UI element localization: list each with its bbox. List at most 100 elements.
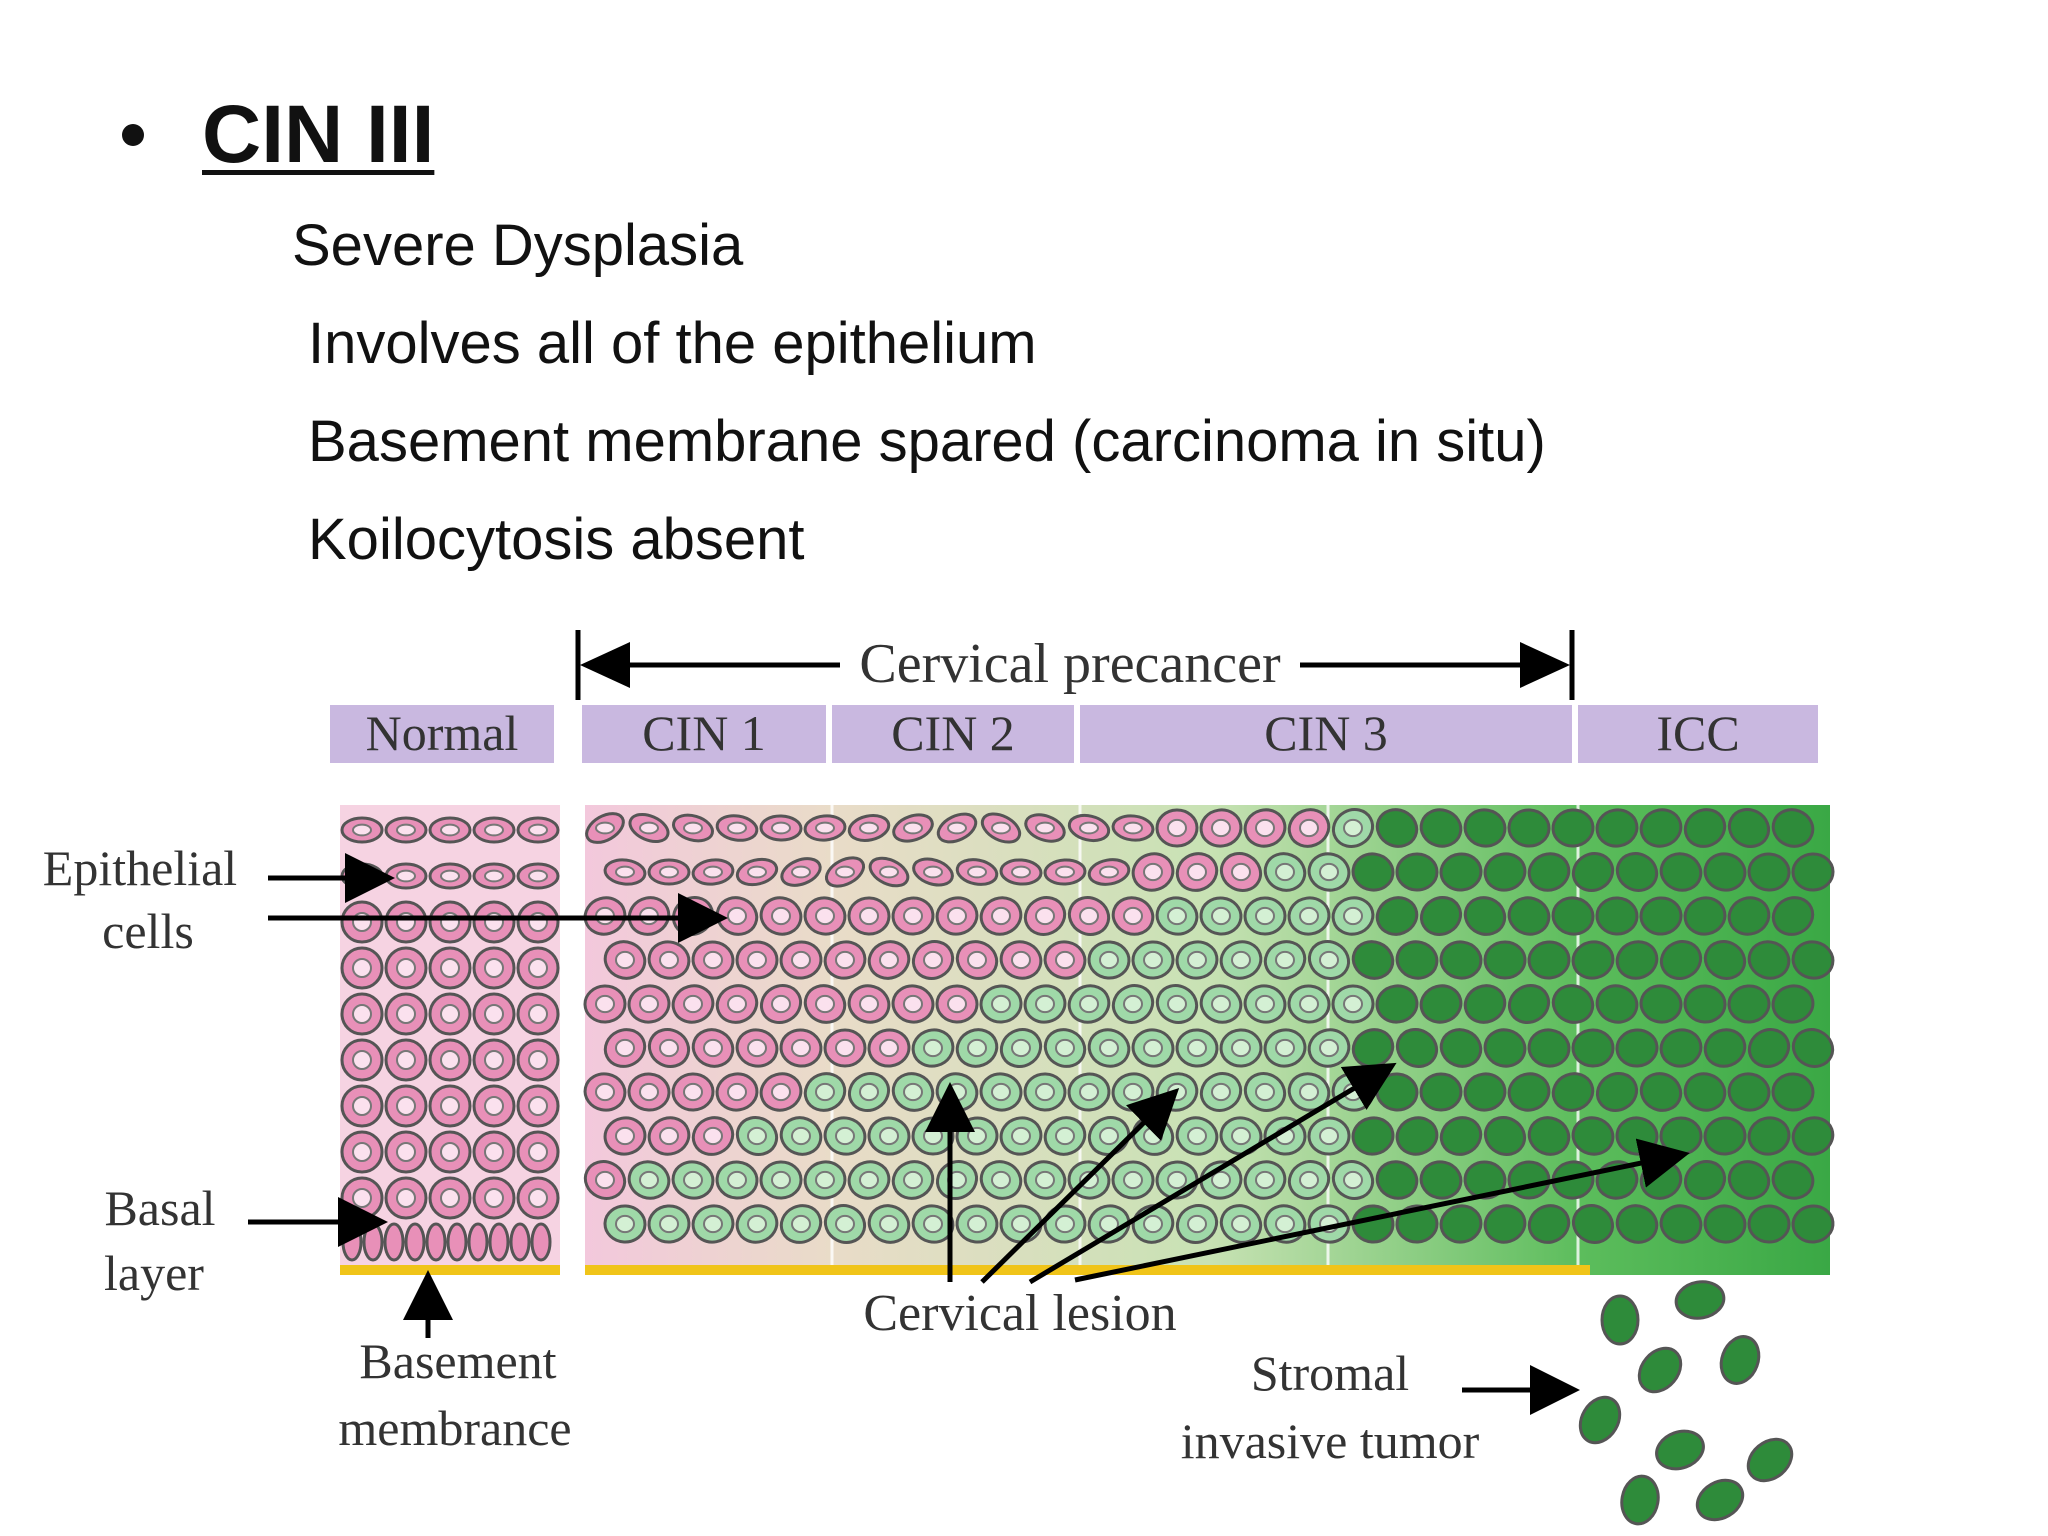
lesion-cell bbox=[1527, 1116, 1571, 1156]
lesion-cell-nucleus bbox=[879, 1214, 899, 1234]
lesion-cell-nucleus bbox=[1123, 1170, 1143, 1190]
invasive-cell bbox=[1578, 1395, 1622, 1445]
lesion-cell-nucleus bbox=[923, 1214, 943, 1234]
lesion-cell bbox=[1747, 1116, 1791, 1156]
lesion-cell bbox=[1395, 1116, 1439, 1156]
lesion-cell-nucleus bbox=[1187, 862, 1207, 882]
lesion-cell-nucleus bbox=[683, 1082, 703, 1102]
lesion-cell-nucleus bbox=[1187, 950, 1207, 970]
lesion-cell bbox=[1395, 1204, 1439, 1244]
lesion-cell bbox=[1463, 984, 1507, 1024]
lesion-cell-nucleus bbox=[747, 1126, 767, 1146]
normal-cell-nucleus bbox=[440, 1096, 460, 1116]
lesion-cell bbox=[1703, 1028, 1747, 1068]
lesion-cell-nucleus bbox=[815, 1082, 835, 1102]
lesion-cell bbox=[1395, 1028, 1439, 1068]
lesion-cell bbox=[1659, 940, 1703, 980]
lesion-cell bbox=[1683, 808, 1727, 848]
lesion-cell-nucleus bbox=[771, 821, 791, 835]
normal-cell-nucleus bbox=[396, 958, 416, 978]
lesion-cell-nucleus bbox=[1123, 994, 1143, 1014]
lesion-cell bbox=[1551, 808, 1595, 848]
lesion-cell-nucleus bbox=[1011, 950, 1031, 970]
basal-cell bbox=[509, 1222, 531, 1262]
lesion-cell-nucleus bbox=[967, 1038, 987, 1058]
lesion-cell bbox=[1483, 852, 1527, 892]
lesion-cell bbox=[1639, 808, 1683, 848]
lesion-cell-nucleus bbox=[991, 1170, 1011, 1190]
lesion-cell bbox=[1439, 940, 1483, 980]
lesion-cell-nucleus bbox=[1099, 950, 1119, 970]
lesion-cell-nucleus bbox=[1055, 1214, 1075, 1234]
normal-cell-nucleus bbox=[396, 869, 416, 883]
normal-cell-nucleus bbox=[440, 869, 460, 883]
lesion-cell-nucleus bbox=[791, 1214, 811, 1234]
normal-cell-nucleus bbox=[352, 1096, 372, 1116]
lesion-cell bbox=[1703, 852, 1747, 892]
normal-cell-nucleus bbox=[528, 823, 548, 837]
normal-cell-nucleus bbox=[484, 958, 504, 978]
lesion-cell-nucleus bbox=[791, 950, 811, 970]
normal-cell-nucleus bbox=[396, 1096, 416, 1116]
lesion-cell-nucleus bbox=[1343, 818, 1363, 838]
lesion-cell-nucleus bbox=[1123, 821, 1143, 835]
lesion-cell-nucleus bbox=[771, 906, 791, 926]
lesion-cell bbox=[1463, 896, 1507, 936]
lesion-cell-nucleus bbox=[991, 994, 1011, 1014]
lesion-cell-nucleus bbox=[747, 1038, 767, 1058]
lesion-cell-nucleus bbox=[967, 1126, 987, 1146]
lesion-cell bbox=[1419, 1072, 1463, 1112]
lesion-cell-nucleus bbox=[1275, 1038, 1295, 1058]
lesion-cell bbox=[1595, 1072, 1639, 1112]
lesion-cell bbox=[1439, 852, 1483, 892]
basal-cell bbox=[530, 1222, 552, 1262]
label-stromal: Stromal bbox=[1251, 1345, 1409, 1401]
lesion-cell bbox=[1683, 896, 1727, 936]
lesion-cell-nucleus bbox=[639, 1082, 659, 1102]
normal-cell-nucleus bbox=[528, 1004, 548, 1024]
normal-cell-nucleus bbox=[484, 1096, 504, 1116]
lesion-cell-nucleus bbox=[1035, 1170, 1055, 1190]
lesion-cell bbox=[1507, 896, 1551, 936]
lesion-cell-nucleus bbox=[1211, 1082, 1231, 1102]
lesion-cell bbox=[1439, 1028, 1483, 1068]
lesion-cell-nucleus bbox=[835, 950, 855, 970]
label-basal: Basal bbox=[104, 1180, 215, 1236]
lesion-cell bbox=[1639, 896, 1683, 936]
normal-cell-nucleus bbox=[352, 958, 372, 978]
lesion-cell bbox=[1727, 984, 1771, 1024]
arrow-lesion-4 bbox=[1074, 1138, 1690, 1283]
basal-cell bbox=[425, 1222, 447, 1262]
normal-cell-nucleus bbox=[352, 1050, 372, 1070]
normal-cell-nucleus bbox=[484, 1050, 504, 1070]
lesion-cell-nucleus bbox=[903, 906, 923, 926]
lesion-cell-nucleus bbox=[879, 1126, 899, 1146]
lesion-cell-nucleus bbox=[1299, 818, 1319, 838]
lesion-cell-nucleus bbox=[1299, 994, 1319, 1014]
normal-cell-nucleus bbox=[396, 1050, 416, 1070]
lesion-cell-nucleus bbox=[1211, 906, 1231, 926]
lesion-cell-nucleus bbox=[1079, 821, 1099, 835]
lesion-cell bbox=[1595, 808, 1639, 848]
lesion-cell-nucleus bbox=[1011, 1038, 1031, 1058]
normal-cell-nucleus bbox=[484, 823, 504, 837]
lesion-cell bbox=[1791, 852, 1835, 892]
lesion-cell bbox=[1483, 1204, 1527, 1244]
lesion-cell-nucleus bbox=[1167, 818, 1187, 838]
lesion-cell-nucleus bbox=[967, 950, 987, 970]
lesion-cell-nucleus bbox=[1319, 950, 1339, 970]
point-koilocytosis: Koilocytosis absent bbox=[308, 507, 805, 572]
lesion-cell bbox=[1419, 1160, 1463, 1200]
lesion-cell bbox=[1375, 984, 1419, 1024]
lesion-cell-nucleus bbox=[683, 994, 703, 1014]
lesion-cell bbox=[1771, 808, 1815, 848]
normal-cell-nucleus bbox=[528, 1188, 548, 1208]
lesion-cell-nucleus bbox=[1055, 1126, 1075, 1146]
stage-icc: ICC bbox=[1656, 705, 1739, 761]
lesion-cell-nucleus bbox=[1143, 1214, 1163, 1234]
lesion-cell-nucleus bbox=[903, 1170, 923, 1190]
lesion-cell-nucleus bbox=[727, 1170, 747, 1190]
lesion-cell-nucleus bbox=[595, 1170, 615, 1190]
precancer-bracket: Cervical precancer bbox=[575, 630, 1575, 700]
lesion-cell-nucleus bbox=[615, 865, 635, 879]
